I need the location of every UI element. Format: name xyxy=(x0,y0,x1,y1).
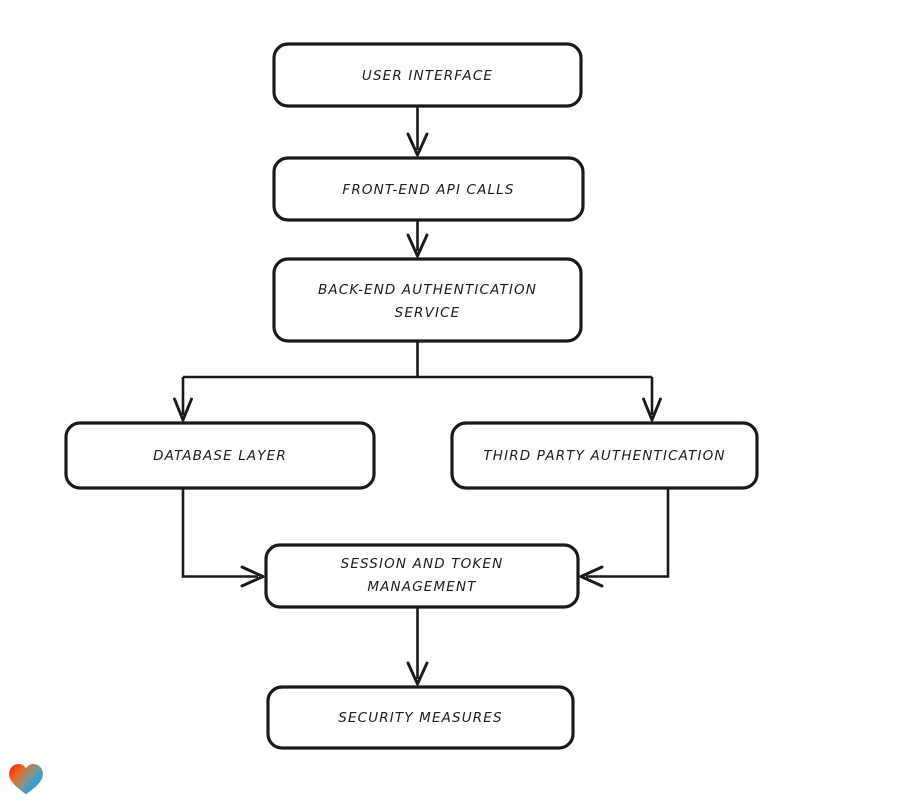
heart-icon xyxy=(9,764,43,795)
node-database-layer[interactable]: DATABASE LAYER xyxy=(64,421,376,490)
node-session-and-token-management-shape xyxy=(264,543,580,609)
heart-icon-container xyxy=(8,762,44,796)
node-frontend-api-calls-label: FRONT-END API CALLS xyxy=(342,182,514,198)
node-user-interface-shape xyxy=(272,42,583,108)
node-session-and-token-management-label-line1: SESSION AND TOKEN xyxy=(341,556,504,572)
node-layer: USER INTERFACE FRONT-END API CALLS BACK-… xyxy=(64,42,759,750)
node-user-interface-label: USER INTERFACE xyxy=(362,68,493,84)
node-security-measures-label: SECURITY MEASURES xyxy=(338,710,502,726)
node-frontend-api-calls-shape xyxy=(272,156,585,222)
edge-api-to-backend xyxy=(406,220,429,258)
edge-backend-branch-bus xyxy=(183,341,652,379)
node-database-layer-label: DATABASE LAYER xyxy=(153,448,287,464)
node-backend-authentication-service-shape xyxy=(272,257,583,343)
node-user-interface[interactable]: USER INTERFACE xyxy=(272,42,583,108)
node-backend-authentication-service-label-line2: SERVICE xyxy=(395,305,461,321)
edge-database-to-session xyxy=(181,488,265,588)
node-session-and-token-management[interactable]: SESSION AND TOKEN MANAGEMENT xyxy=(264,543,580,609)
node-third-party-authentication-shape xyxy=(450,421,759,490)
node-security-measures-shape xyxy=(266,685,575,750)
node-third-party-authentication[interactable]: THIRD PARTY AUTHENTICATION xyxy=(450,421,759,490)
node-frontend-api-calls[interactable]: FRONT-END API CALLS xyxy=(272,156,585,222)
node-security-measures[interactable]: SECURITY MEASURES xyxy=(266,685,575,750)
node-backend-authentication-service[interactable]: BACK-END AUTHENTICATION SERVICE xyxy=(272,257,583,343)
node-session-and-token-management-label-line2: MANAGEMENT xyxy=(367,579,477,595)
edge-backend-to-database xyxy=(173,377,193,422)
edge-backend-to-thirdparty xyxy=(642,377,662,422)
edge-ui-to-api xyxy=(406,106,429,157)
node-third-party-authentication-label: THIRD PARTY AUTHENTICATION xyxy=(483,448,725,464)
node-backend-authentication-service-label-line1: BACK-END AUTHENTICATION xyxy=(318,282,537,298)
edge-thirdparty-to-session xyxy=(579,488,670,588)
node-database-layer-shape xyxy=(64,421,376,490)
edge-layer xyxy=(173,106,670,686)
edge-session-to-security xyxy=(406,607,429,686)
